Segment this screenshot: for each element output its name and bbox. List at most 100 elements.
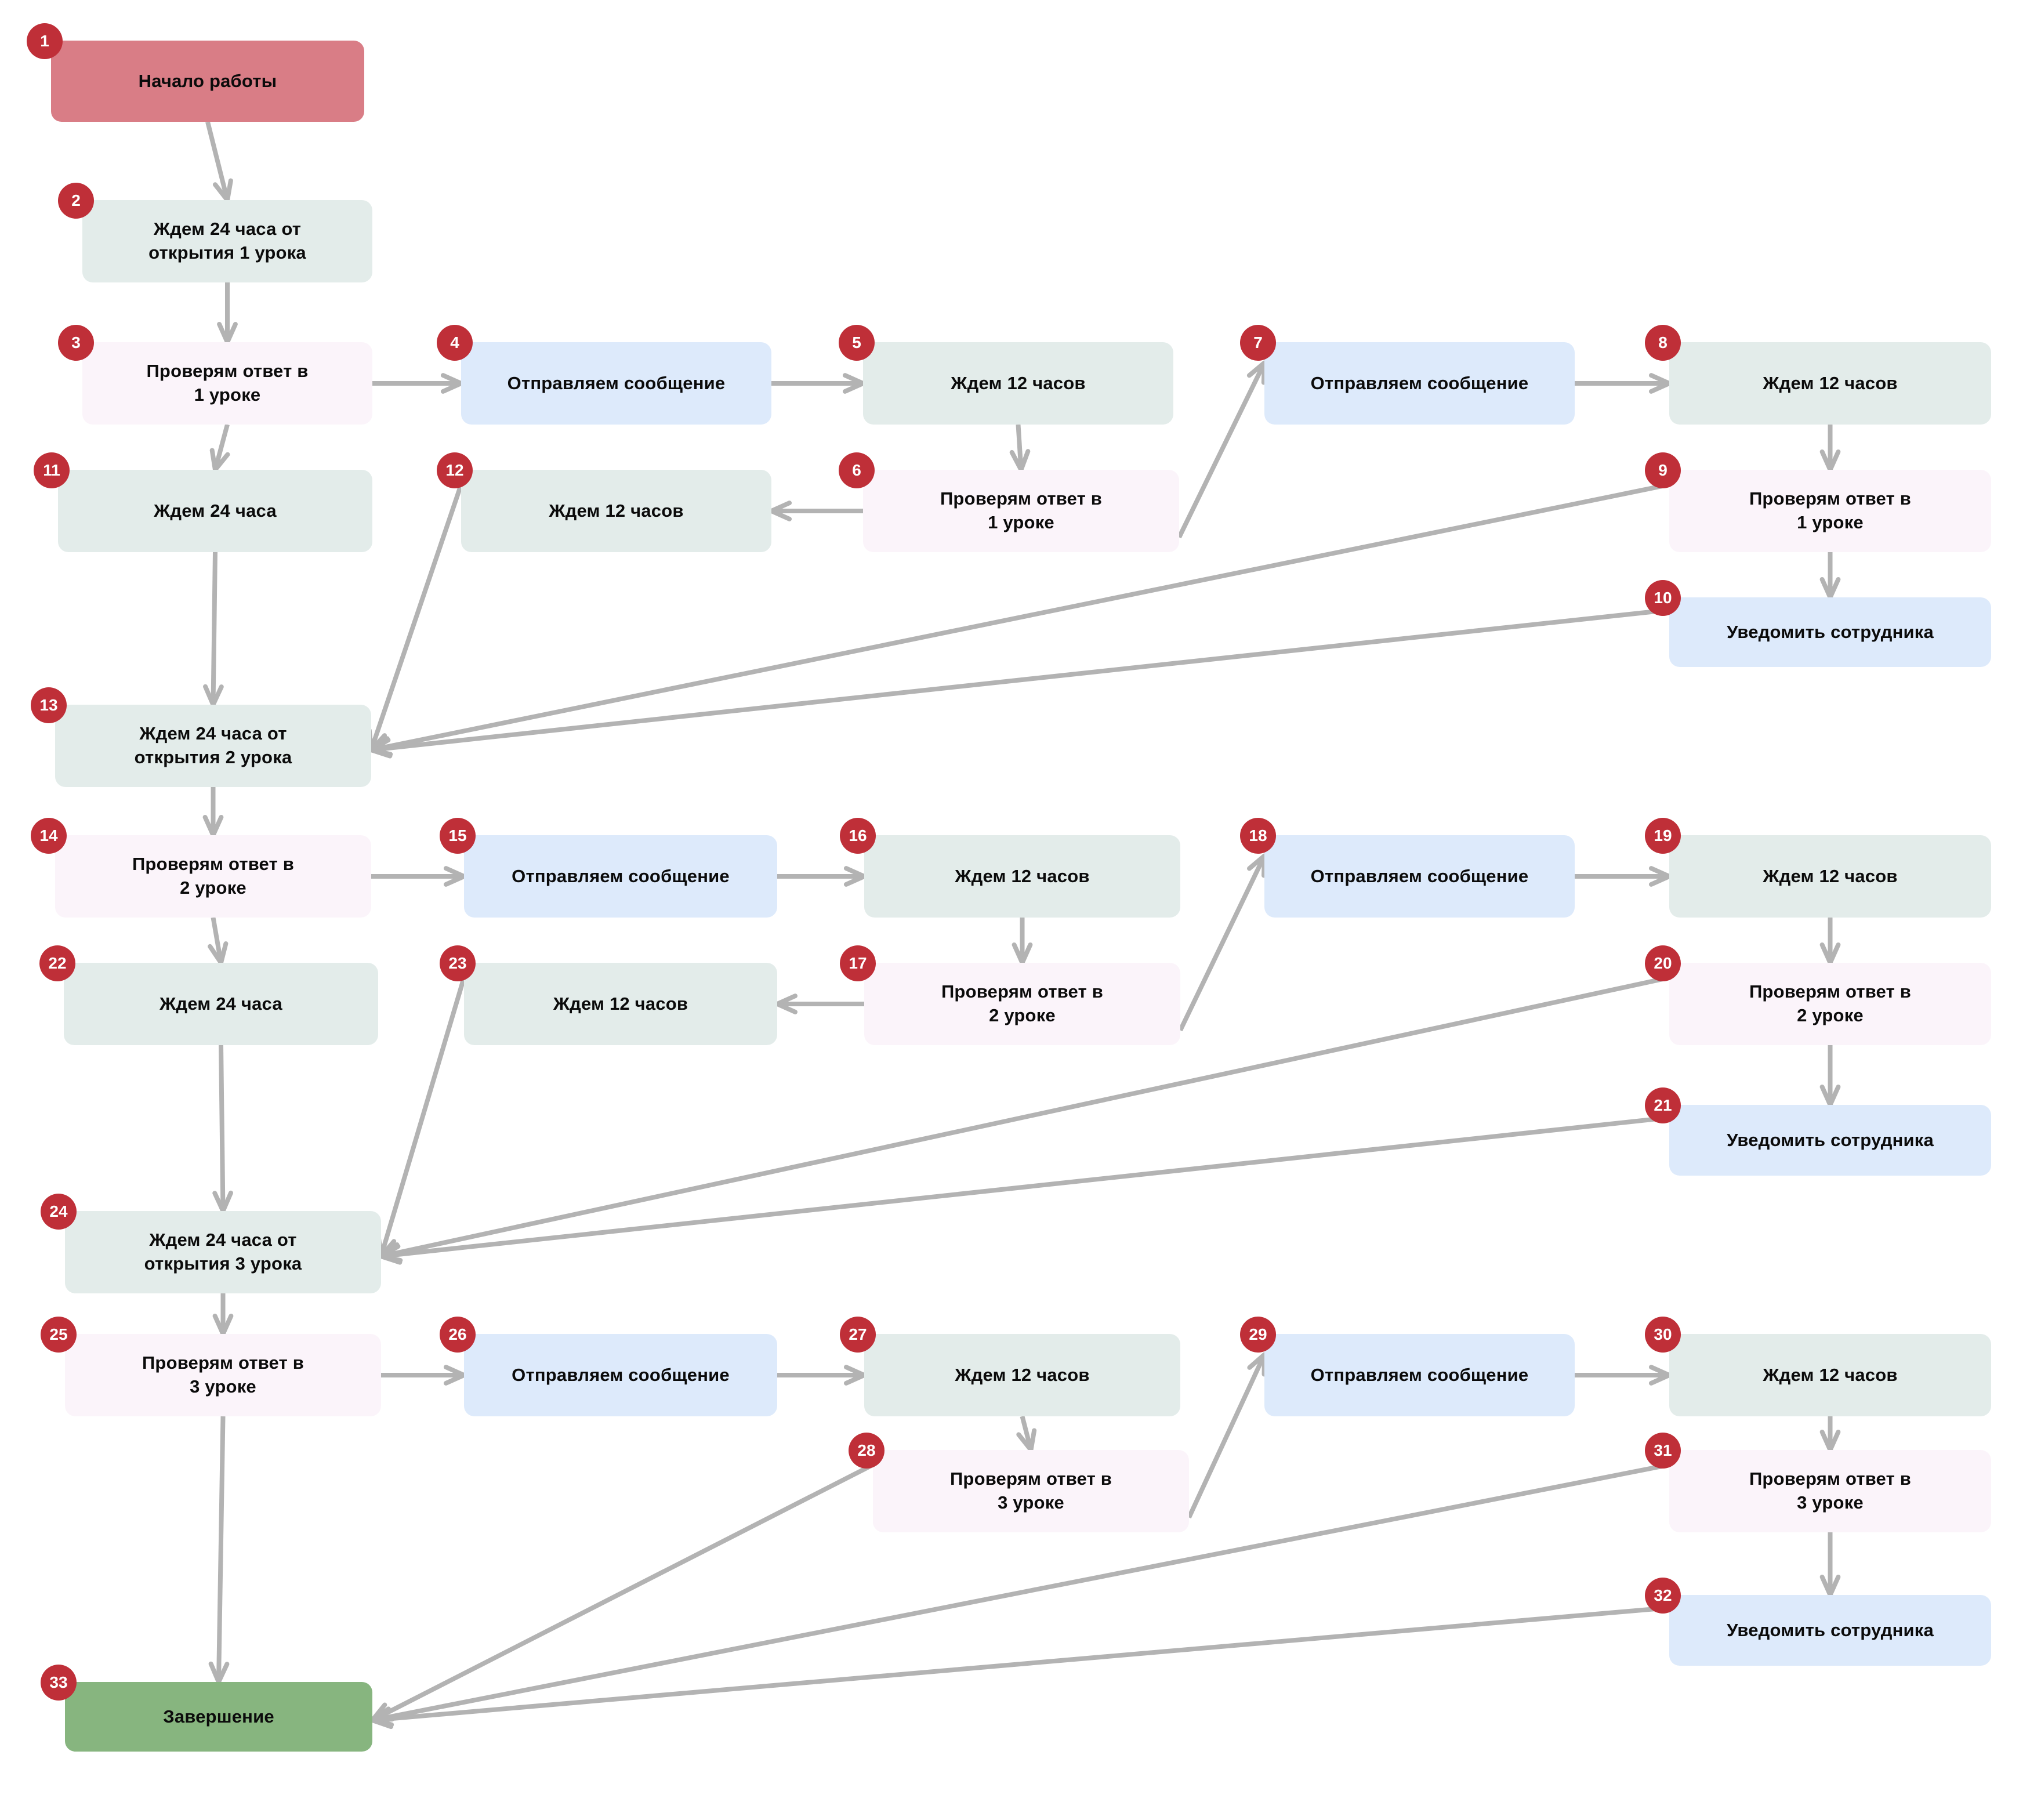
- flow-node-label: Отправляем сообщение: [1310, 865, 1529, 886]
- flow-node-badge-29: 29: [1240, 1317, 1276, 1353]
- flow-edge-15-16: [777, 866, 867, 887]
- flow-node-label: Ждем 12 часов: [1763, 372, 1898, 393]
- flow-node-10[interactable]: Уведомить сотрудника: [1669, 597, 1991, 667]
- flow-node-badge-11: 11: [34, 452, 70, 488]
- flow-edge-29-30: [1575, 1365, 1672, 1386]
- flow-node-30[interactable]: Ждем 12 часов: [1669, 1334, 1991, 1416]
- flow-edge-28-29: [1187, 1352, 1267, 1519]
- flow-edge-13-14: [202, 787, 224, 838]
- flow-node-1[interactable]: Начало работы: [51, 41, 364, 122]
- flow-edge-21-24: [379, 1115, 1670, 1265]
- flow-node-label: Ждем 12 часов: [951, 372, 1086, 393]
- flow-edge-19-20: [1819, 918, 1841, 965]
- flow-node-17[interactable]: Проверям ответ в 2 уроке: [864, 963, 1180, 1045]
- flow-node-16[interactable]: Ждем 12 часов: [864, 835, 1180, 918]
- flow-node-2[interactable]: Ждем 24 часа от открытия 1 урока: [82, 200, 372, 282]
- flow-node-15[interactable]: Отправляем сообщение: [464, 835, 777, 918]
- flow-edge-25-33: [208, 1416, 230, 1684]
- flow-node-label: Уведомить сотрудника: [1727, 1619, 1934, 1640]
- flow-edge-23-24: [376, 977, 466, 1259]
- flow-node-label: Ждем 24 часа от открытия 1 урока: [148, 219, 306, 263]
- flow-node-20[interactable]: Проверям ответ в 2 уроке: [1669, 963, 1991, 1045]
- flow-node-3[interactable]: Проверям ответ в 1 уроке: [82, 342, 372, 425]
- flow-node-badge-32: 32: [1645, 1578, 1681, 1614]
- flow-edge-6-12: [769, 501, 863, 521]
- flow-node-badge-4: 4: [437, 325, 473, 361]
- flow-node-4[interactable]: Отправляем сообщение: [461, 342, 771, 425]
- flow-edge-24-25: [212, 1293, 234, 1336]
- flow-node-22[interactable]: Ждем 24 часа: [64, 963, 378, 1045]
- flow-node-badge-12: 12: [437, 452, 473, 488]
- flow-edge-20-21: [1819, 1045, 1841, 1107]
- flow-node-21[interactable]: Уведомить сотрудника: [1669, 1105, 1991, 1176]
- flow-node-7[interactable]: Отправляем сообщение: [1264, 342, 1575, 425]
- flow-node-26[interactable]: Отправляем сообщение: [464, 1334, 777, 1416]
- flow-edge-3-4: [372, 373, 463, 394]
- flow-node-28[interactable]: Проверям ответ в 3 уроке: [873, 1450, 1189, 1532]
- flow-node-badge-33: 33: [41, 1665, 77, 1701]
- flow-node-badge-14: 14: [31, 818, 67, 854]
- flow-node-badge-5: 5: [839, 325, 875, 361]
- flow-node-label: Уведомить сотрудника: [1727, 621, 1934, 642]
- flow-node-badge-26: 26: [440, 1317, 476, 1353]
- flow-edge-11-13: [203, 552, 224, 707]
- flow-node-label: Ждем 12 часов: [1763, 1364, 1898, 1385]
- flow-node-8[interactable]: Ждем 12 часов: [1669, 342, 1991, 425]
- flow-node-24[interactable]: Ждем 24 часа от открытия 3 урока: [65, 1211, 381, 1293]
- flow-node-label: Уведомить сотрудника: [1727, 1129, 1934, 1150]
- flow-node-label: Ждем 24 часа: [154, 500, 277, 521]
- flow-node-19[interactable]: Ждем 12 часов: [1669, 835, 1991, 918]
- flow-node-label: Проверям ответ в 3 уроке: [142, 1353, 304, 1397]
- flow-node-5[interactable]: Ждем 12 часов: [863, 342, 1173, 425]
- flow-node-label: Ждем 12 часов: [553, 993, 688, 1014]
- flow-edge-6-7: [1177, 360, 1267, 539]
- flow-node-badge-30: 30: [1645, 1317, 1681, 1353]
- flow-node-label: Проверям ответ в 3 уроке: [1749, 1469, 1912, 1513]
- flow-edge-3-11: [209, 423, 230, 472]
- flow-node-label: Отправляем сообщение: [507, 372, 726, 393]
- flow-node-badge-9: 9: [1645, 452, 1681, 488]
- flow-node-13[interactable]: Ждем 24 часа от открытия 2 урока: [55, 705, 371, 787]
- flow-node-9[interactable]: Проверям ответ в 1 уроке: [1669, 470, 1991, 552]
- flow-node-badge-16: 16: [840, 818, 876, 854]
- flow-node-badge-24: 24: [41, 1194, 77, 1230]
- flow-node-label: Ждем 24 часа от открытия 3 урока: [144, 1230, 302, 1274]
- flow-node-badge-28: 28: [849, 1433, 884, 1469]
- flow-node-14[interactable]: Проверям ответ в 2 уроке: [55, 835, 371, 918]
- flow-node-6[interactable]: Проверям ответ в 1 уроке: [863, 470, 1179, 552]
- flow-edge-2-3: [217, 282, 238, 345]
- flow-node-label: Завершение: [163, 1706, 274, 1727]
- flow-node-label: Проверям ответ в 1 уроке: [146, 361, 309, 405]
- flow-node-31[interactable]: Проверям ответ в 3 уроке: [1669, 1450, 1991, 1532]
- flow-node-11[interactable]: Ждем 24 часа: [58, 470, 372, 552]
- flow-edge-22-24: [212, 1045, 233, 1213]
- flow-edge-26-27: [777, 1365, 867, 1386]
- flow-node-badge-13: 13: [31, 687, 67, 723]
- flow-node-27[interactable]: Ждем 12 часов: [864, 1334, 1180, 1416]
- flow-node-label: Ждем 24 часа от открытия 2 урока: [134, 723, 292, 767]
- flow-edge-32-33: [370, 1605, 1670, 1730]
- flow-node-33[interactable]: Завершение: [65, 1682, 372, 1752]
- flow-node-badge-27: 27: [840, 1317, 876, 1353]
- flow-edge-18-19: [1575, 866, 1672, 887]
- flow-node-32[interactable]: Уведомить сотрудника: [1669, 1595, 1991, 1666]
- flow-node-badge-6: 6: [839, 452, 875, 488]
- flow-node-badge-7: 7: [1240, 325, 1276, 361]
- flow-edge-25-26: [381, 1365, 466, 1386]
- flow-node-badge-2: 2: [58, 183, 94, 219]
- flow-node-18[interactable]: Отправляем сообщение: [1264, 835, 1575, 918]
- flow-edge-31-32: [1819, 1532, 1841, 1597]
- flow-node-25[interactable]: Проверям ответ в 3 уроке: [65, 1334, 381, 1416]
- flow-node-label: Ждем 12 часов: [1763, 865, 1898, 886]
- flow-node-label: Отправляем сообщение: [1310, 372, 1529, 393]
- flow-edge-5-6: [1009, 424, 1031, 472]
- flow-node-29[interactable]: Отправляем сообщение: [1264, 1334, 1575, 1416]
- flow-node-badge-21: 21: [1645, 1087, 1681, 1123]
- flow-node-label: Начало работы: [138, 70, 277, 91]
- flow-node-badge-3: 3: [58, 325, 94, 361]
- flow-node-23[interactable]: Ждем 12 часов: [464, 963, 777, 1045]
- flow-edge-30-31: [1819, 1416, 1841, 1452]
- flow-node-label: Проверям ответ в 1 уроке: [1749, 488, 1912, 532]
- flow-node-12[interactable]: Ждем 12 часов: [461, 470, 771, 552]
